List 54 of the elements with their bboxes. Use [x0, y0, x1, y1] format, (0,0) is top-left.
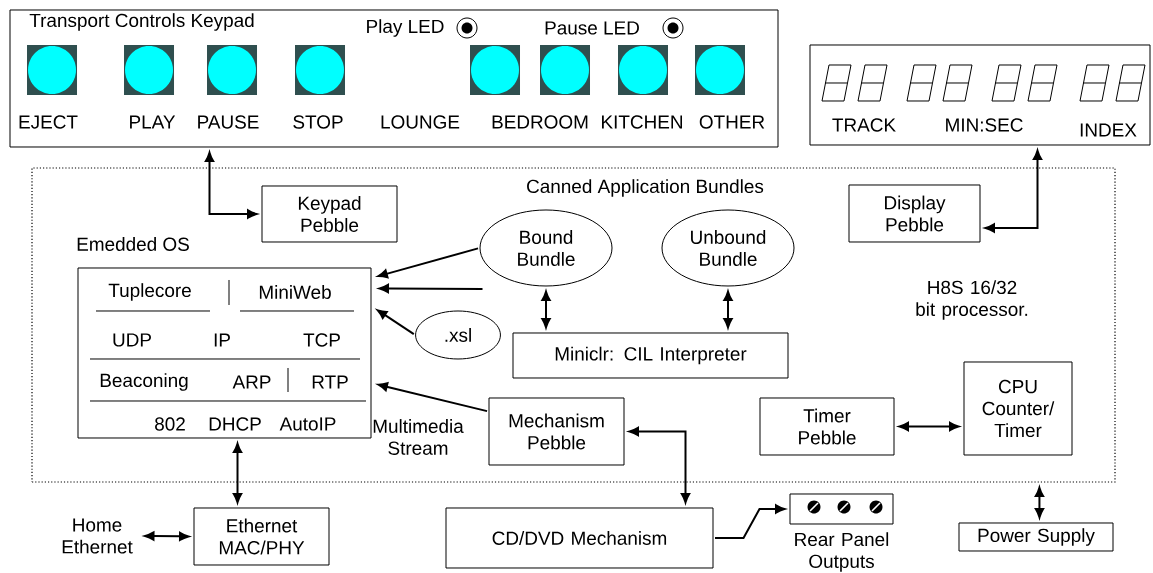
button-label: LOUNGE: [381, 115, 460, 129]
display-label: INDEX: [1080, 123, 1137, 137]
arrow: [628, 426, 691, 504]
stack-label: AutoIP: [279, 417, 336, 431]
button-label: OTHER: [699, 115, 765, 129]
pebble-box: Mechanism Pebble: [488, 397, 625, 466]
stack-label: DHCP: [209, 417, 261, 431]
section-heading: Canned Application Bundles: [527, 179, 764, 197]
stack-label: MiniWeb: [259, 285, 331, 299]
stack-label: TCP: [303, 333, 340, 347]
stack-label: UDP: [113, 333, 151, 347]
power-supply-box: Power Supply: [958, 522, 1114, 552]
stack-label: ARP: [232, 375, 271, 389]
pebble-box: Timer Pebble: [759, 397, 895, 456]
display-label: TRACK: [832, 118, 896, 132]
cpu-box: CPU Counter/ Timer: [963, 361, 1073, 456]
processor-label: H8S 16/32 bit processor.: [916, 280, 1028, 320]
arrow: [376, 309, 415, 336]
pebble-box: Display Pebble: [848, 184, 981, 243]
button-label: EJECT: [19, 115, 78, 129]
button-label: PLAY: [130, 115, 176, 129]
arrow: [984, 149, 1043, 233]
arrow: [541, 290, 551, 329]
stack-label: IP: [214, 333, 230, 347]
arrow: [378, 283, 484, 294]
ethernet-box: Ethernet MAC/PHY: [193, 507, 330, 566]
led-label: Pause LED: [545, 21, 639, 35]
pebble-box: Keypad Pebble: [261, 185, 398, 243]
button-label: BEDROOM: [492, 115, 588, 129]
arrow: [898, 421, 960, 432]
arrow: [377, 247, 480, 279]
arrow: [1034, 486, 1045, 519]
network-label: Home Ethernet: [62, 518, 133, 554]
button-label: STOP: [293, 115, 343, 129]
led-label: Play LED: [367, 19, 444, 37]
display-label: MIN:SEC: [946, 118, 1023, 132]
stack-label: 802: [155, 417, 185, 431]
button-label: KITCHEN: [602, 115, 682, 129]
stream-label: Multimedia Stream: [373, 419, 464, 455]
panel-title: Transport Controls Keypad: [29, 13, 254, 31]
arrow: [723, 290, 733, 329]
arrow: [377, 382, 489, 413]
stack-label: Beaconing: [100, 373, 188, 391]
button-label: PAUSE: [198, 115, 259, 129]
stack-label: RTP: [312, 375, 348, 389]
panel-label: Rear Panel Outputs: [795, 532, 889, 572]
section-heading: Emedded OS: [77, 237, 189, 251]
arrow: [232, 442, 243, 504]
arrow: [144, 531, 190, 541]
arrow: [204, 151, 258, 219]
interpreter-box: Miniclr: CIL Interpreter: [512, 332, 789, 379]
arrow: [714, 504, 786, 539]
stack-label: Tuplecore: [108, 283, 191, 301]
mechanism-box: CD/DVD Mechanism: [445, 507, 714, 569]
